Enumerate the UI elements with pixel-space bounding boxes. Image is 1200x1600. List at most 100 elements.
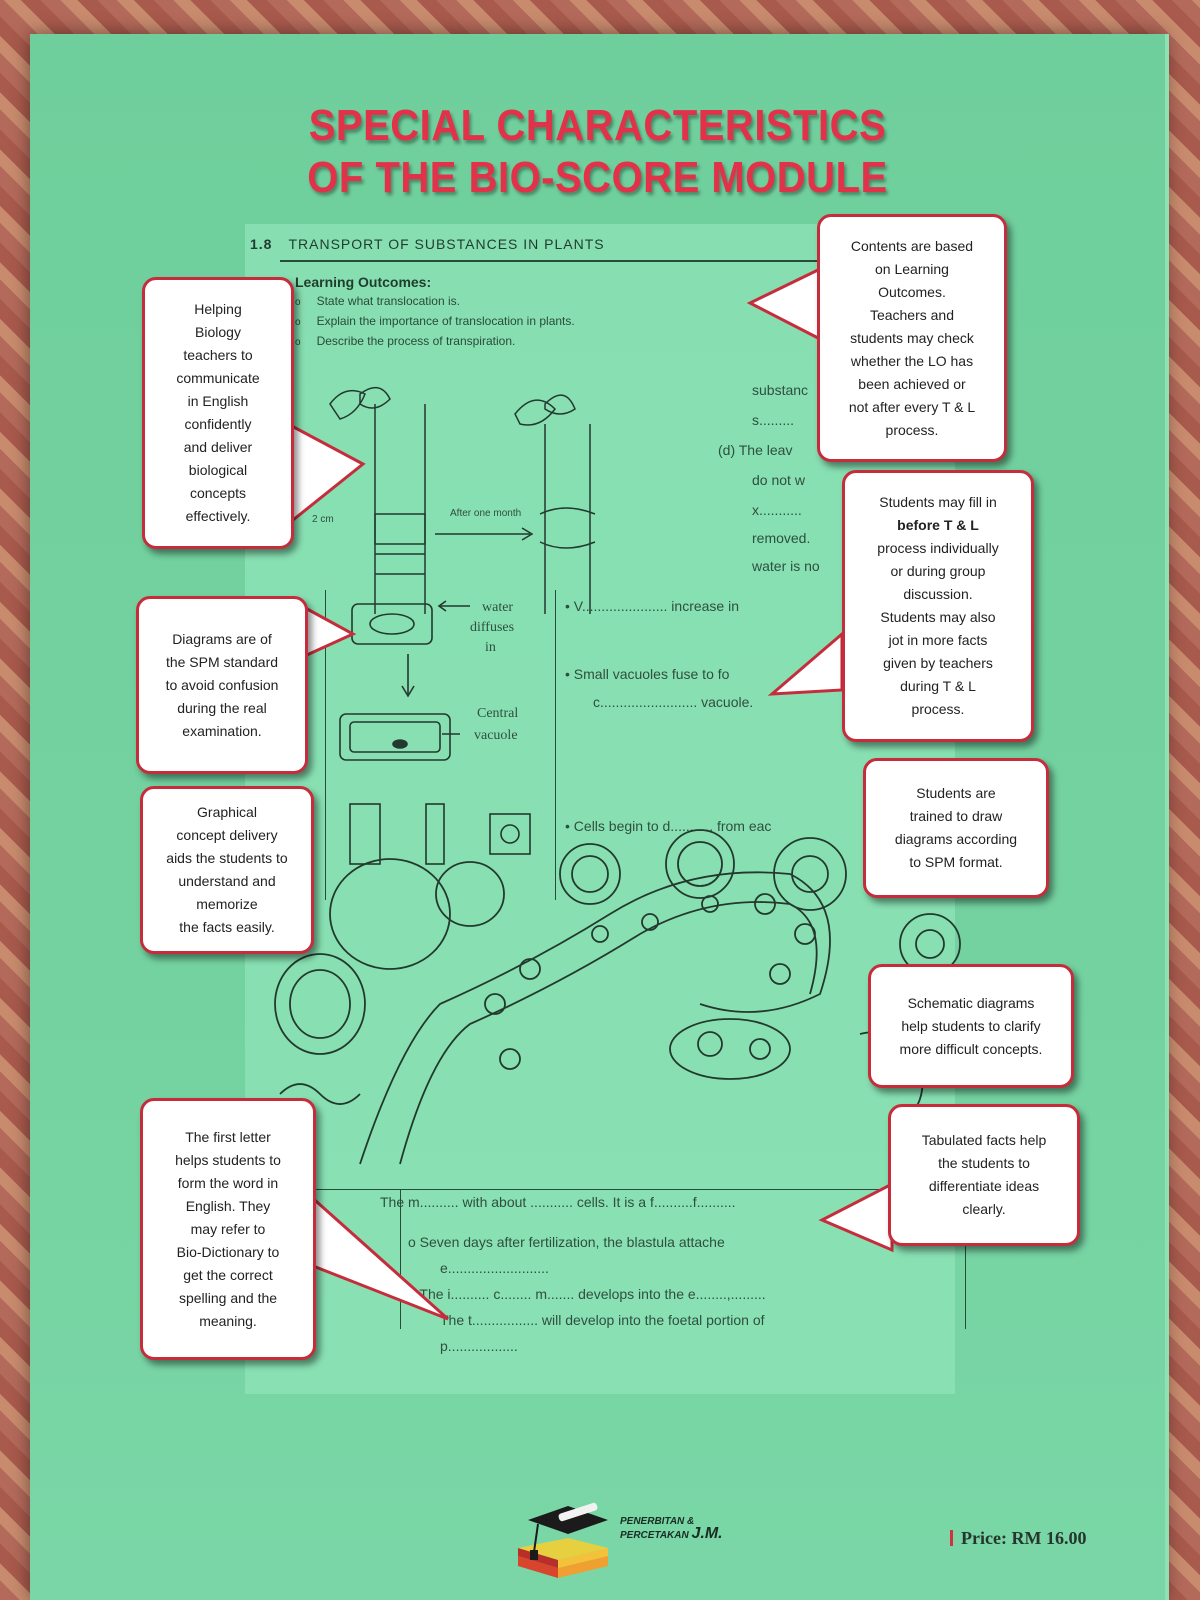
callout-line: Students may fill in xyxy=(879,494,997,510)
publisher-line-1: PENERBITAN & xyxy=(620,1516,695,1527)
callout-line: process. xyxy=(885,421,939,438)
learning-outcomes-heading: Learning Outcomes: xyxy=(295,274,432,290)
callout-line: The first letter xyxy=(185,1128,271,1145)
callout-spm-standard-diagrams: Diagrams are of the SPM standard to avoi… xyxy=(136,596,308,774)
table-line xyxy=(400,1189,401,1329)
section-rule xyxy=(280,260,840,262)
callout-line: the students to xyxy=(938,1155,1030,1171)
callout-line: Schematic diagrams xyxy=(907,994,1035,1011)
scale-label: 2 cm xyxy=(312,514,334,525)
callout-line: Teachers and xyxy=(869,306,955,323)
callout-line: to avoid confusion xyxy=(165,676,279,693)
headline: SPECIAL CHARACTERISTICS OF THE BIO-SCORE… xyxy=(30,100,1165,204)
callout-line: memorize xyxy=(196,896,258,912)
learning-outcome-item: Describe the process of transpiration. xyxy=(295,332,575,352)
callout-line: more difficult concepts. xyxy=(899,1040,1043,1057)
after-one-month-label: After one month xyxy=(450,508,522,519)
callout-line: Contents are based xyxy=(850,237,974,254)
callout-line: help students to clarify xyxy=(901,1017,1041,1034)
callout-tail xyxy=(767,630,844,696)
callout-line: aids the students to xyxy=(166,850,288,866)
text-fragment: (d) The leav xyxy=(718,442,793,458)
callout-line: effectively. xyxy=(185,508,251,524)
publisher-logo xyxy=(518,1502,608,1578)
callout-line: get the correct xyxy=(183,1266,273,1283)
text-fragment: do not w xyxy=(752,472,805,488)
callout-line: during the real xyxy=(177,699,267,716)
callout-line: to SPM format. xyxy=(909,854,1003,870)
callout-line: form the word in xyxy=(177,1174,279,1191)
callout-graphical-concept-delivery: Graphical concept delivery aids the stud… xyxy=(140,786,314,954)
callout-line: Tabulated facts help xyxy=(921,1132,1047,1148)
text-fragment: x........... xyxy=(752,502,802,518)
callout-draw-diagrams: Students are trained to draw diagrams ac… xyxy=(863,758,1049,898)
callout-line: been achieved or xyxy=(858,375,966,392)
text-fragment: s......... xyxy=(752,412,795,428)
learning-outcomes-list: State what translocation is. Explain the… xyxy=(295,292,575,352)
callout-fill-in-before-lesson: Students may fill in before T & L proces… xyxy=(842,470,1034,742)
text-fragment: removed. xyxy=(752,530,811,546)
price-label: Price: RM 16.00 xyxy=(950,1528,1086,1549)
publisher-name: PENERBITAN & PERCETAKAN J.M. xyxy=(620,1516,723,1542)
text-fragment: • Cells begin to d........... from eac xyxy=(565,818,772,834)
callout-line: teachers to xyxy=(183,347,253,363)
callout-line: concept delivery xyxy=(176,827,278,843)
callout-line: Diagrams are of xyxy=(172,630,272,647)
water-label: water xyxy=(482,600,514,615)
callout-line: examination. xyxy=(182,722,262,739)
callout-line: and deliver xyxy=(183,439,253,455)
callout-line: given by teachers xyxy=(883,655,993,671)
section-title: 1.8 TRANSPORT OF SUBSTANCES IN PLANTS xyxy=(250,236,605,252)
in-label: in xyxy=(485,640,496,655)
callout-line: confidently xyxy=(184,416,252,432)
callout-line: may refer to xyxy=(190,1220,266,1237)
callout-line: helps students to xyxy=(175,1151,281,1168)
callout-line: understand and xyxy=(178,873,276,889)
publisher-mark: J.M. xyxy=(691,1525,723,1542)
callout-line: whether the LO has xyxy=(850,352,974,369)
callout-line: meaning. xyxy=(199,1312,257,1329)
text-fragment: e.......................... xyxy=(440,1260,549,1276)
table-line xyxy=(965,1164,966,1329)
table-line xyxy=(555,590,556,900)
callout-line: differentiate ideas xyxy=(928,1178,1040,1194)
callout-line: biological xyxy=(188,462,248,478)
central-label: Central xyxy=(477,706,519,721)
callout-first-letter: The first letter helps students to form … xyxy=(140,1098,316,1360)
callout-line: the SPM standard xyxy=(165,653,279,670)
callout-line: English. They xyxy=(185,1197,271,1214)
callout-tail xyxy=(306,1190,449,1321)
callout-line: Bio-Dictionary to xyxy=(176,1243,280,1260)
callout-line: process. xyxy=(911,701,965,717)
table-line xyxy=(325,590,326,900)
embryo-development-diagram xyxy=(274,829,961,1165)
text-fragment: The t................. will develop into… xyxy=(440,1312,765,1328)
callout-tabulated-facts: Tabulated facts help the students to dif… xyxy=(888,1104,1080,1246)
callout-line: trained to draw xyxy=(909,808,1003,824)
callout-line: on Learning xyxy=(875,260,949,277)
text-fragment: o Seven days after fertilization, the bl… xyxy=(408,1234,725,1250)
callout-line: Students may also xyxy=(880,609,996,625)
callout-line: not after every T & L xyxy=(848,398,976,415)
callout-line: during T & L xyxy=(900,678,976,694)
callout-line: Outcomes. xyxy=(878,283,946,300)
callout-line: the facts easily. xyxy=(179,919,275,935)
text-fragment: p.................. xyxy=(440,1338,518,1354)
callout-line: jot in more facts xyxy=(888,632,988,648)
text-fragment: • Small vacuoles fuse to fo xyxy=(565,666,730,682)
callout-line: or during group xyxy=(890,563,986,579)
vacuole-diagram xyxy=(339,600,531,865)
text-fragment: water is no xyxy=(752,558,820,574)
callout-line: diagrams according xyxy=(894,831,1018,847)
callout-line: Helping xyxy=(194,301,242,317)
callout-line: process individually xyxy=(877,540,999,556)
callout-line: Students are xyxy=(916,785,996,801)
callout-line: in English xyxy=(187,393,249,409)
section-number: 1.8 xyxy=(250,236,273,252)
cover-edge xyxy=(1165,34,1169,1600)
vacuole-label: vacuole xyxy=(474,728,518,743)
callout-line: communicate xyxy=(176,370,260,386)
learning-outcome-item: State what translocation is. xyxy=(295,292,575,312)
section-title-text: TRANSPORT OF SUBSTANCES IN PLANTS xyxy=(288,236,605,252)
callout-line: concepts xyxy=(189,485,247,501)
